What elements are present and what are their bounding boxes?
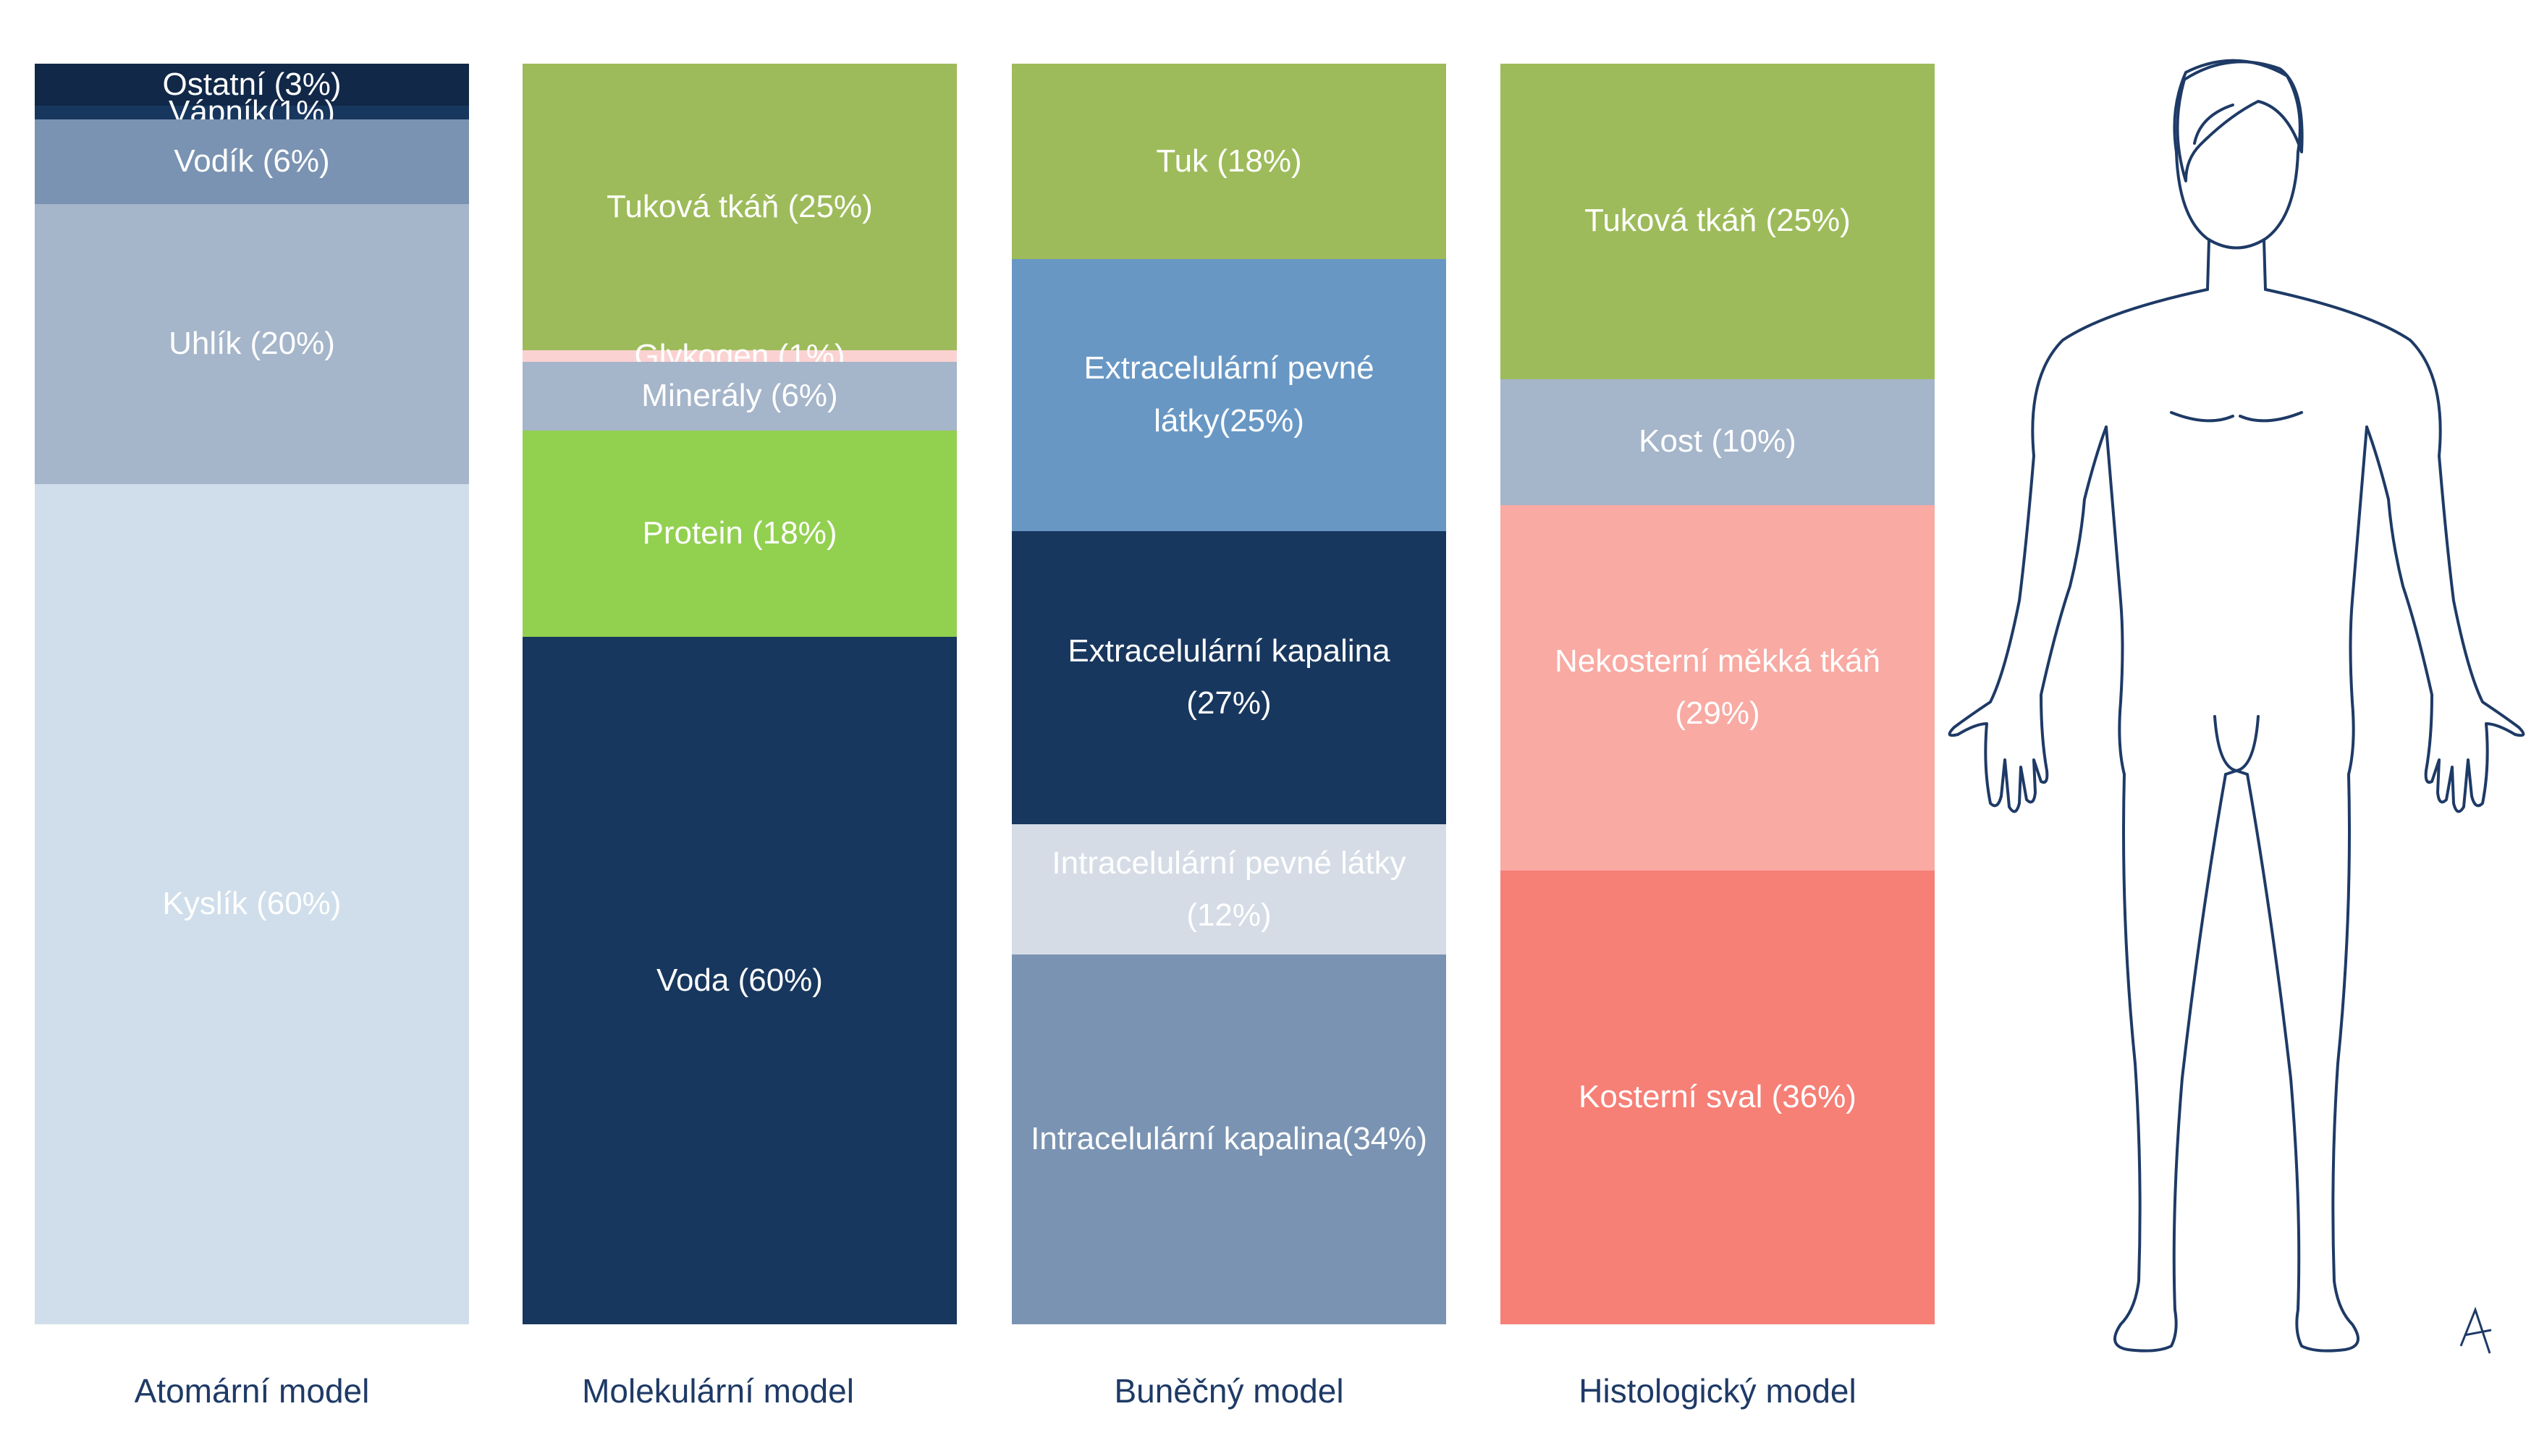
human-body-outline-icon xyxy=(1948,59,2525,1354)
segment-label: Extracelulární kapalina (27%) xyxy=(1068,632,1390,721)
bar-segment: Extracelulární pevné látky(25%) xyxy=(1012,259,1446,531)
model-label: Atomární model xyxy=(134,1372,370,1410)
bar-segment: Vápník(1%) xyxy=(35,94,469,130)
segment-label: Kosterní sval (36%) xyxy=(1579,1079,1856,1115)
bar-segment: Extracelulární kapalina (27%) xyxy=(1012,530,1446,825)
bar-segment: Tuková tkáň (25%) xyxy=(523,64,957,350)
bar-segment: Uhlík (20%) xyxy=(35,203,469,484)
stacked-column-1: Ostatní (3%)Vápník(1%) Vodík (6%) Uhlík (2… xyxy=(35,64,469,1324)
model-label: Histologický model xyxy=(1579,1372,1856,1410)
segment-label: Intracelulární kapalina(34%) xyxy=(1031,1121,1427,1157)
bar-segment: Protein (18%) xyxy=(523,430,957,637)
bar-segment: Glykogen (1%) xyxy=(523,338,957,373)
segment-label: Extracelulární pevné látky(25%) xyxy=(1083,350,1374,439)
model-label: Molekulární model xyxy=(582,1372,854,1410)
bar-segment: Intracelulární kapalina(34%) xyxy=(1012,955,1446,1324)
bar-segment: Kost (10%) xyxy=(1500,378,1935,505)
stacked-column-2: Tuková tkáň (25%) Glykogen (1%) Minerály (… xyxy=(523,64,957,1324)
bar-segment: Kosterní sval (36%) xyxy=(1500,870,1935,1324)
bar-segment: Tuková tkáň (25%) xyxy=(1500,64,1935,379)
stacked-column-4: Tuková tkáň (25%) Kost (10%) Nekosterní mě… xyxy=(1500,64,1935,1324)
segment-label: Kost (10%) xyxy=(1639,423,1796,460)
segment-label: Tuková tkáň (25%) xyxy=(607,188,873,224)
segment-label: Tuková tkáň (25%) xyxy=(1584,203,1851,239)
segment-label: Minerály (6%) xyxy=(641,377,838,413)
bar-segment: Ostatní (3%) xyxy=(35,64,469,106)
segment-label: Uhlík (20%) xyxy=(169,325,335,361)
bar-segment: Minerály (6%) xyxy=(523,361,957,431)
bar-segment: Nekosterní měkká tkáň (29%) xyxy=(1500,504,1935,871)
segment-label: Kyslík (60%) xyxy=(162,886,342,922)
segment-label: Intracelulární pevné látky (12%) xyxy=(1052,845,1406,934)
segment-label: Protein (18%) xyxy=(642,515,837,551)
model-label: Buněčný model xyxy=(1114,1372,1344,1410)
segment-label: Ostatní (3%) xyxy=(162,66,342,102)
bar-segment: Voda (60%) xyxy=(523,636,957,1324)
segment-label: Tuk (18%) xyxy=(1156,143,1302,179)
segment-label: Nekosterní měkká tkáň (29%) xyxy=(1555,643,1880,732)
stacked-column-3: Tuk (18%) Extracelulární pevné látky(25%)… xyxy=(1012,64,1446,1324)
bar-segment: Kyslík (60%) xyxy=(35,483,469,1324)
bar-segment: Vodík (6%) xyxy=(35,119,469,204)
bar-segment: Intracelulární pevné látky (12%) xyxy=(1012,824,1446,955)
bar-segment: Tuk (18%) xyxy=(1012,64,1446,260)
segment-label: Voda (60%) xyxy=(656,962,823,998)
segment-label: Vodík (6%) xyxy=(174,143,330,179)
